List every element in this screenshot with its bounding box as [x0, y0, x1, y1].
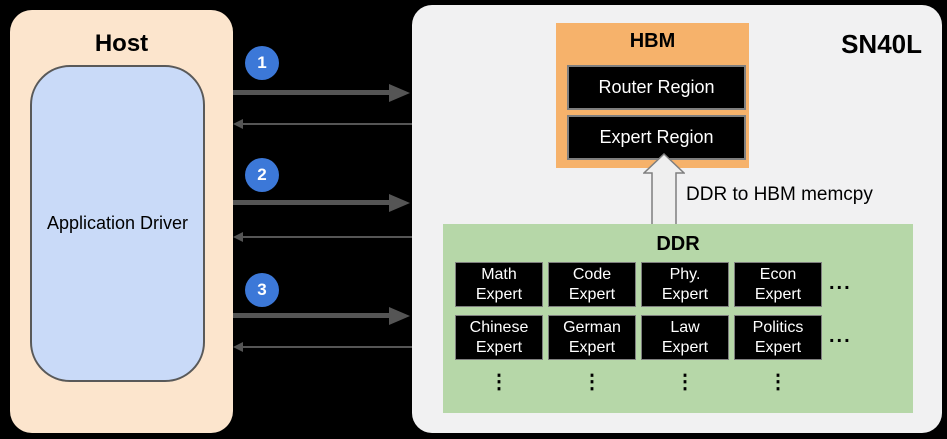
column-ellipsis: ⋮ [768, 371, 788, 393]
expert-name: Phy. [669, 265, 701, 283]
expert-role: Expert [568, 285, 616, 303]
expert-box: Chinese Expert [455, 315, 543, 360]
expert-role: Expert [568, 338, 616, 356]
expert-name: Politics [752, 318, 804, 336]
expert-name: Code [572, 265, 612, 283]
host-title: Host [94, 30, 149, 57]
expert-name: Math [481, 265, 517, 283]
ddr-box: DDR Math Expert Code Expert Phy. [443, 224, 913, 413]
expert-role: Expert [661, 338, 709, 356]
expert-role: Expert [475, 285, 523, 303]
expert-role: Expert [661, 285, 709, 303]
expert-box: German Expert [548, 315, 636, 360]
expert-name: German [563, 318, 621, 336]
expert-role: Expert [754, 285, 802, 303]
host-to-sn40l-arrow-3 [233, 306, 410, 325]
ddr-title: DDR [656, 233, 700, 255]
expert-box: Politics Expert [734, 315, 822, 360]
application-driver-box: Application Driver [30, 65, 205, 382]
expert-box: Econ Expert [734, 262, 822, 307]
expert-region-box: Expert Region [567, 115, 746, 160]
expert-role: Expert [754, 338, 802, 356]
column-ellipsis: ⋮ [675, 371, 695, 393]
memcpy-label: DDR to HBM memcpy [686, 184, 873, 205]
step-badge-1: 1 [245, 46, 279, 80]
expert-row-2: Chinese Expert German Expert Law Expert [455, 315, 822, 360]
host-to-sn40l-arrow-2 [233, 193, 410, 212]
sn40l-box: SN40L HBM Router Region Expert Region DD… [412, 5, 942, 433]
row-ellipsis-1: ... [829, 272, 852, 294]
hbm-box: HBM Router Region Expert Region [556, 23, 749, 168]
expert-box: Phy. Expert [641, 262, 729, 307]
column-ellipsis-row: ⋮ ⋮ ⋮ ⋮ [455, 370, 822, 394]
expert-name: Law [670, 318, 700, 336]
step-badge-3: 3 [245, 273, 279, 307]
expert-box: Code Expert [548, 262, 636, 307]
expert-name: Chinese [469, 318, 529, 336]
expert-role: Expert [475, 338, 523, 356]
row-ellipsis-2: ... [829, 325, 852, 347]
expert-box: Law Expert [641, 315, 729, 360]
expert-box: Math Expert [455, 262, 543, 307]
application-driver-label: Application Driver [46, 213, 189, 233]
hbm-title: HBM [629, 30, 676, 52]
column-ellipsis: ⋮ [489, 371, 509, 393]
router-region-box: Router Region [567, 65, 746, 110]
sn40l-to-host-arrow-2 [233, 232, 412, 242]
host-box: Host Application Driver [10, 10, 233, 433]
expert-name: Econ [759, 265, 797, 283]
expert-row-1: Math Expert Code Expert Phy. Expert [455, 262, 822, 307]
sn40l-to-host-arrow-1 [233, 119, 412, 129]
ddr-to-hbm-arrow-icon [643, 153, 685, 226]
step-badge-2: 2 [245, 158, 279, 192]
host-to-sn40l-arrow-1 [233, 83, 410, 102]
sn40l-title: SN40L [841, 29, 922, 59]
column-ellipsis: ⋮ [582, 371, 602, 393]
sn40l-to-host-arrow-3 [233, 342, 412, 352]
